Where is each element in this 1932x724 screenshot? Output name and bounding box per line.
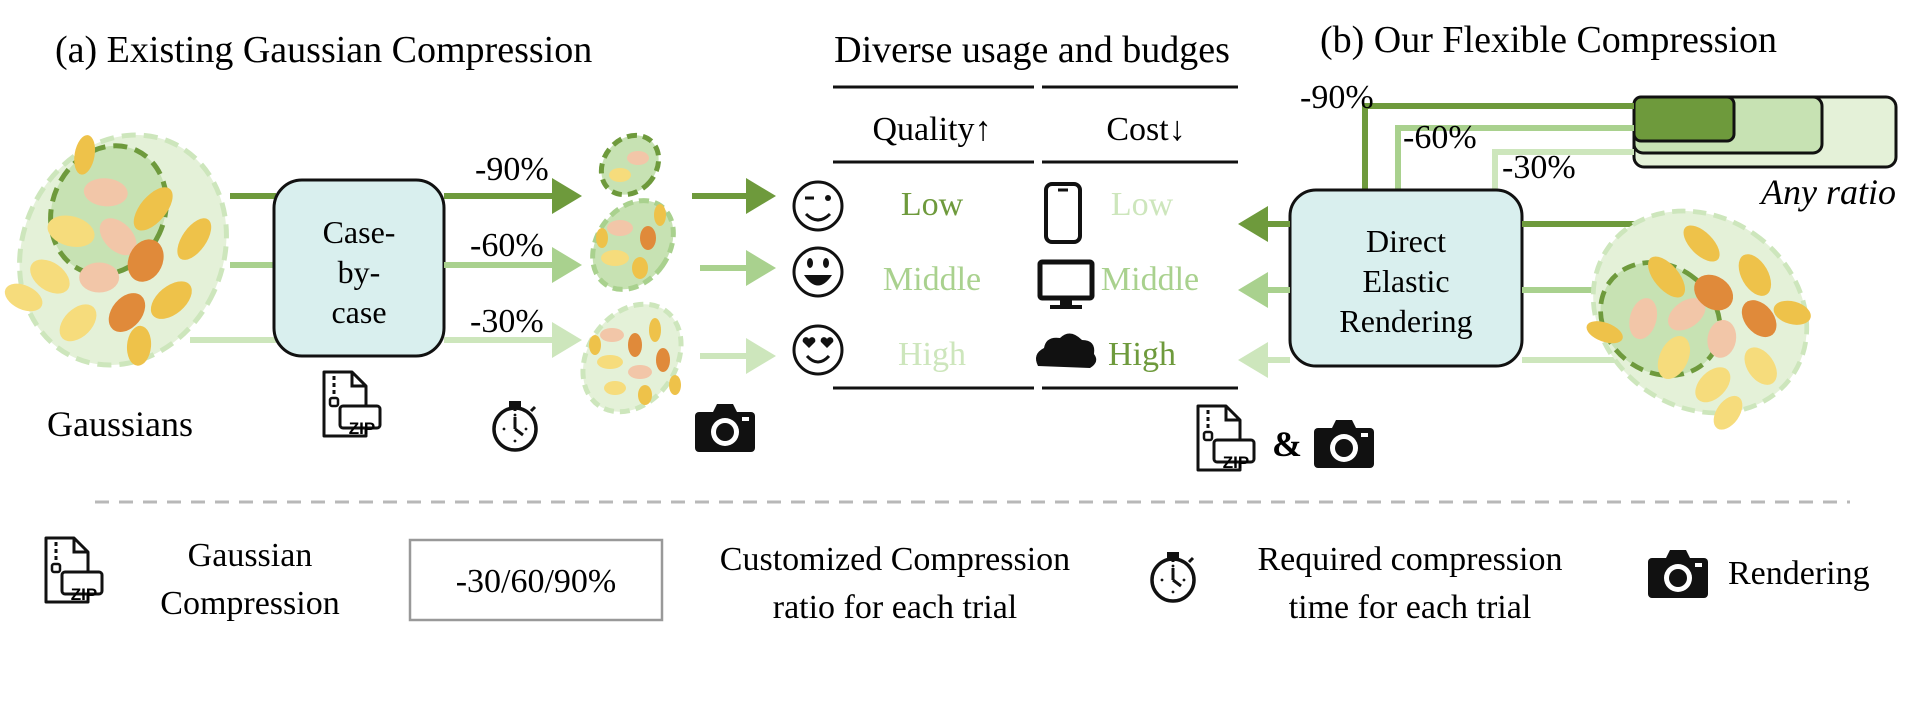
grin-face-icon: [792, 246, 844, 298]
zip-label-legend: ZIP: [71, 585, 97, 604]
gaussians-cluster-b: [1554, 170, 1847, 454]
legend-compression-line-2: Compression: [160, 585, 339, 622]
connector-60: [1395, 125, 1634, 192]
legend-camera-icon: [1648, 550, 1708, 598]
case-box-line-3: case: [331, 294, 386, 330]
direct-elastic-rendering-box: [1288, 188, 1524, 368]
ratio-a-90: -90%: [475, 151, 549, 188]
cost-low: Low: [1111, 186, 1174, 223]
der-line-1: Direct: [1366, 223, 1446, 259]
case-box-line-2: by-: [338, 254, 381, 290]
connector-30: [1492, 149, 1634, 192]
panel-a-title: (a) Existing Gaussian Compression: [55, 29, 592, 71]
stopwatch-icon: [492, 399, 538, 452]
ratio-a-60: -60%: [470, 227, 544, 264]
cost-high: High: [1108, 336, 1176, 373]
header-cost: Cost↓: [1106, 111, 1185, 148]
legend-ratio-desc-line-1: Customized Compression: [720, 541, 1070, 578]
compressed-gaussian-90: [598, 132, 662, 198]
gaussians-cluster: [0, 101, 263, 399]
wink-face-icon: [792, 180, 844, 232]
monitor-icon: [1037, 259, 1095, 309]
phone-icon: [1044, 182, 1082, 244]
legend-ratio-box-text: -30/60/90%: [456, 563, 617, 600]
any-ratio-label: Any ratio: [1759, 172, 1896, 212]
legend-stopwatch-icon: [1150, 550, 1196, 603]
legend-compression-line-1: Gaussian: [188, 537, 313, 574]
ratio-bar-90: [1632, 95, 1736, 143]
legend-rendering: Rendering: [1728, 555, 1870, 592]
camera-icon-b: [1314, 420, 1374, 468]
legend-ratio-desc-line-2: ratio for each trial: [773, 589, 1017, 626]
zip-label-b: ZIP: [1223, 453, 1249, 472]
quality-middle: Middle: [883, 261, 981, 298]
zip-label-a: ZIP: [349, 419, 375, 438]
ampersand: &: [1272, 424, 1302, 464]
cloud-icon: [1036, 333, 1097, 368]
heart-eyes-face-icon: [792, 324, 844, 376]
cost-middle: Middle: [1101, 261, 1199, 298]
ratio-a-30: -30%: [470, 303, 544, 340]
connector-90: [1362, 103, 1634, 192]
ratio-b-90: -90%: [1300, 79, 1374, 116]
quality-high: High: [898, 336, 966, 373]
ratio-b-60: -60%: [1403, 119, 1477, 156]
camera-icon: [695, 404, 755, 452]
table-title: Diverse usage and budges: [834, 29, 1230, 71]
case-box-line-1: Case-: [323, 214, 396, 250]
compressed-gaussian-30: [580, 301, 684, 415]
der-line-3: Rendering: [1339, 303, 1472, 339]
gaussians-label: Gaussians: [47, 404, 193, 444]
panel-b-title: (b) Our Flexible Compression: [1320, 19, 1777, 61]
legend-time-desc-line-1: Required compression: [1258, 541, 1563, 578]
legend-ratio-box: [408, 538, 664, 622]
ratio-b-30: -30%: [1502, 149, 1576, 186]
legend-time-desc-line-2: time for each trial: [1289, 589, 1532, 626]
der-line-2: Elastic: [1362, 263, 1449, 299]
quality-low: Low: [901, 186, 964, 223]
compressed-gaussian-60: [590, 198, 676, 292]
header-quality: Quality↑: [873, 111, 992, 148]
